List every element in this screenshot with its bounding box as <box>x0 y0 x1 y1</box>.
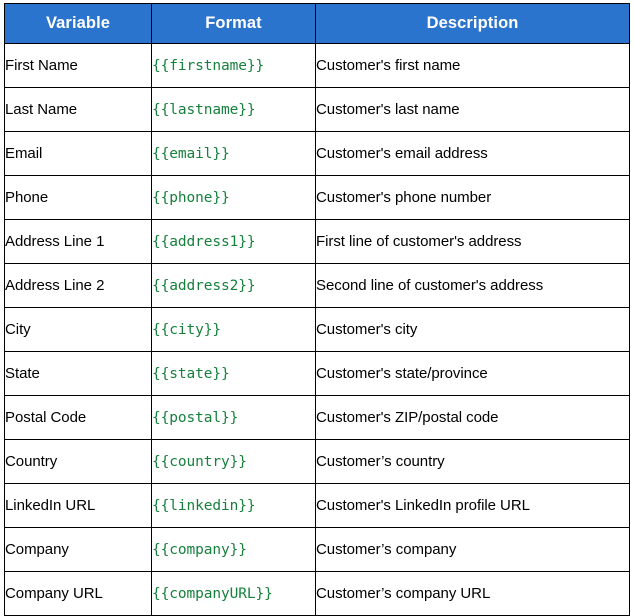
table-row: Address Line 2 {{address2}} Second line … <box>4 263 630 308</box>
cell-variable: Address Line 1 <box>4 219 152 264</box>
cell-format: {{country}} <box>151 439 316 484</box>
cell-variable: Country <box>4 439 152 484</box>
cell-format: {{companyURL}} <box>151 571 316 616</box>
cell-variable: State <box>4 351 152 396</box>
cell-description: Customer's LinkedIn profile URL <box>315 483 630 528</box>
cell-description: Customer's last name <box>315 87 630 132</box>
cell-format: {{address2}} <box>151 263 316 308</box>
table-header: Variable Format Description <box>4 3 630 44</box>
table-body: First Name {{firstname}} Customer's firs… <box>4 43 630 616</box>
cell-description: Customer's phone number <box>315 175 630 220</box>
cell-format: {{lastname}} <box>151 87 316 132</box>
cell-format: {{postal}} <box>151 395 316 440</box>
cell-description: First line of customer's address <box>315 219 630 264</box>
cell-description: Second line of customer's address <box>315 263 630 308</box>
cell-description: Customer's state/province <box>315 351 630 396</box>
column-header-variable: Variable <box>4 3 152 44</box>
table-row: Country {{country}} Customer’s country <box>4 439 630 484</box>
cell-description: Customer's ZIP/postal code <box>315 395 630 440</box>
table-row: First Name {{firstname}} Customer's firs… <box>4 43 630 88</box>
cell-variable: LinkedIn URL <box>4 483 152 528</box>
table-row: Last Name {{lastname}} Customer's last n… <box>4 87 630 132</box>
cell-variable: Postal Code <box>4 395 152 440</box>
column-header-description: Description <box>315 3 630 44</box>
cell-variable: Address Line 2 <box>4 263 152 308</box>
table-row: State {{state}} Customer's state/provinc… <box>4 351 630 396</box>
cell-format: {{address1}} <box>151 219 316 264</box>
cell-description: Customer’s company <box>315 527 630 572</box>
cell-variable: Email <box>4 131 152 176</box>
cell-description: Customer’s country <box>315 439 630 484</box>
table-row: Company {{company}} Customer’s company <box>4 527 630 572</box>
table-row: City {{city}} Customer's city <box>4 307 630 352</box>
cell-variable: Phone <box>4 175 152 220</box>
table-header-row: Variable Format Description <box>4 3 630 44</box>
cell-description: Customer's first name <box>315 43 630 88</box>
cell-format: {{firstname}} <box>151 43 316 88</box>
cell-format: {{company}} <box>151 527 316 572</box>
table-row: Phone {{phone}} Customer's phone number <box>4 175 630 220</box>
table-row: Postal Code {{postal}} Customer's ZIP/po… <box>4 395 630 440</box>
column-header-format: Format <box>151 3 316 44</box>
cell-variable: City <box>4 307 152 352</box>
cell-format: {{city}} <box>151 307 316 352</box>
variables-table: Variable Format Description First Name {… <box>4 3 630 616</box>
cell-variable: First Name <box>4 43 152 88</box>
cell-variable: Last Name <box>4 87 152 132</box>
table-row: Company URL {{companyURL}} Customer’s co… <box>4 571 630 616</box>
cell-variable: Company <box>4 527 152 572</box>
cell-description: Customer’s company URL <box>315 571 630 616</box>
cell-format: {{email}} <box>151 131 316 176</box>
cell-format: {{linkedin}} <box>151 483 316 528</box>
table-row: Address Line 1 {{address1}} First line o… <box>4 219 630 264</box>
cell-description: Customer's email address <box>315 131 630 176</box>
cell-format: {{phone}} <box>151 175 316 220</box>
table-row: LinkedIn URL {{linkedin}} Customer's Lin… <box>4 483 630 528</box>
table-row: Email {{email}} Customer's email address <box>4 131 630 176</box>
cell-description: Customer's city <box>315 307 630 352</box>
cell-format: {{state}} <box>151 351 316 396</box>
cell-variable: Company URL <box>4 571 152 616</box>
